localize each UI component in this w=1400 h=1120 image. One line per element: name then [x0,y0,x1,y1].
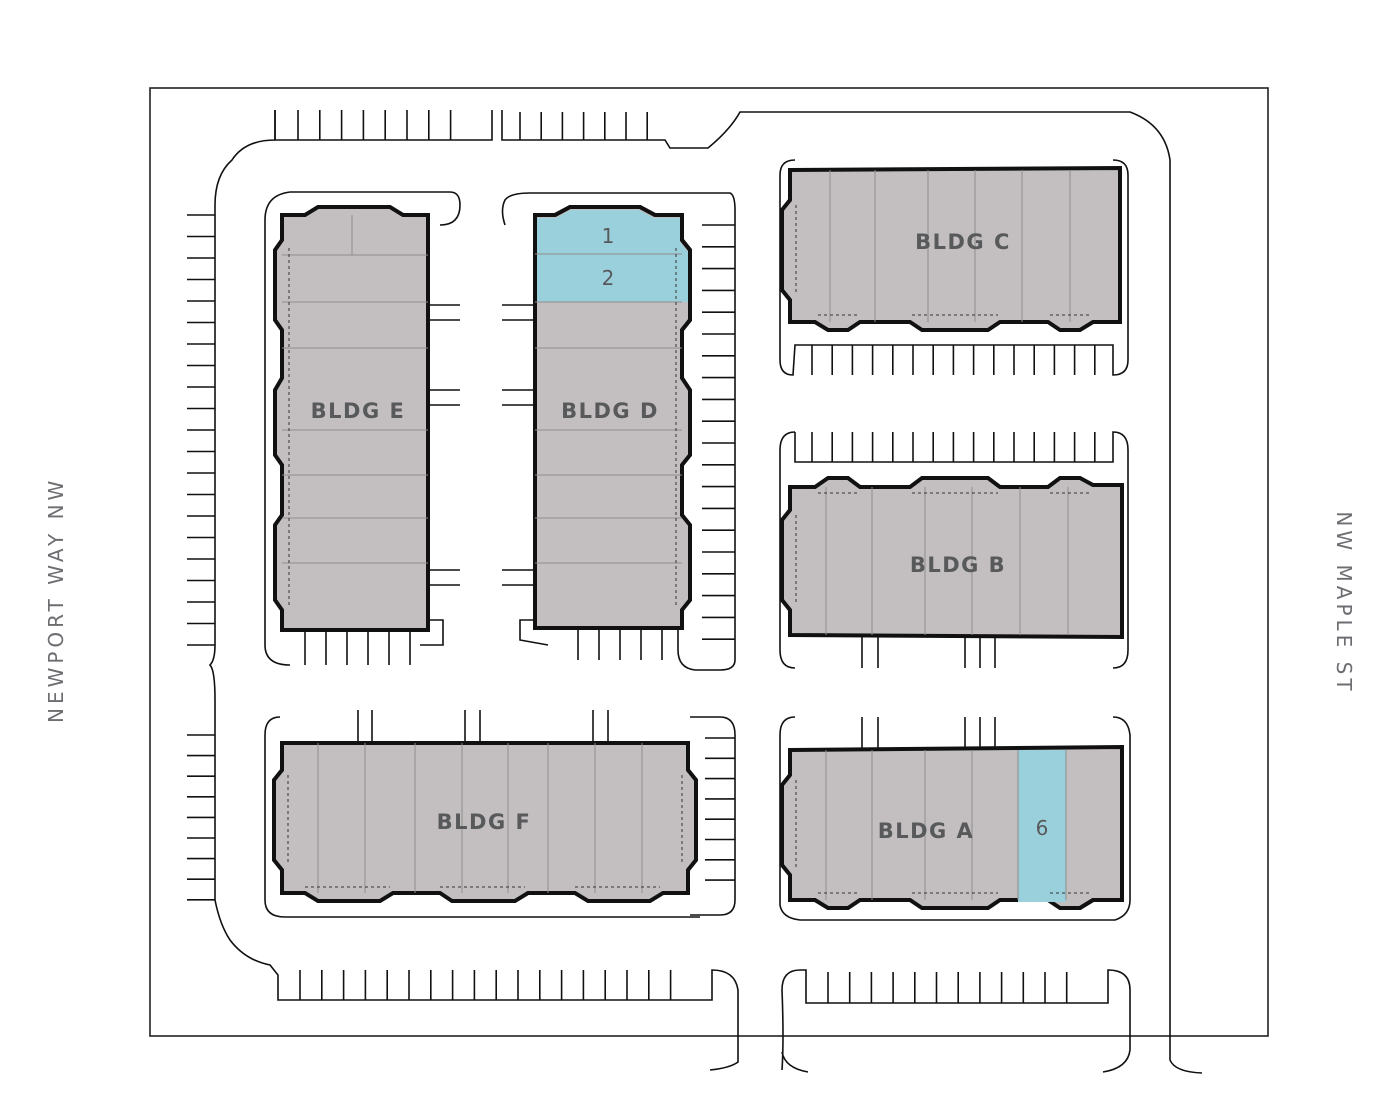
unit-1-2-highlight [537,210,688,302]
unit-6-label: 6 [1036,816,1049,840]
road-label-nw-maple-st: NW MAPLE ST [1332,511,1356,695]
bldg-c-label: BLDG C [915,230,1011,254]
bldg-b-label: BLDG B [910,553,1006,577]
unit-1-label: 1 [602,224,615,248]
unit-2-label: 2 [602,266,615,290]
unit-6-highlight [1018,750,1066,902]
bldg-d-label: BLDG D [561,399,659,423]
parking-stalls [187,110,1096,1003]
property-boundary [149,87,1269,1037]
bldg-a-label: BLDG A [878,819,975,843]
building-b[interactable]: BLDG B [780,476,1124,640]
building-a[interactable]: BLDG A 6 [780,744,1124,910]
building-d[interactable]: 1 2 BLDG D [533,205,692,630]
bldg-e-label: BLDG E [311,399,406,423]
building-e[interactable]: BLDG E [273,205,430,632]
building-f[interactable]: BLDG F [272,741,698,903]
bldg-f-label: BLDG F [437,810,532,834]
building-c[interactable]: BLDG C [780,165,1122,332]
road-label-newport-way-nw: NEWPORT WAY NW [44,476,68,723]
